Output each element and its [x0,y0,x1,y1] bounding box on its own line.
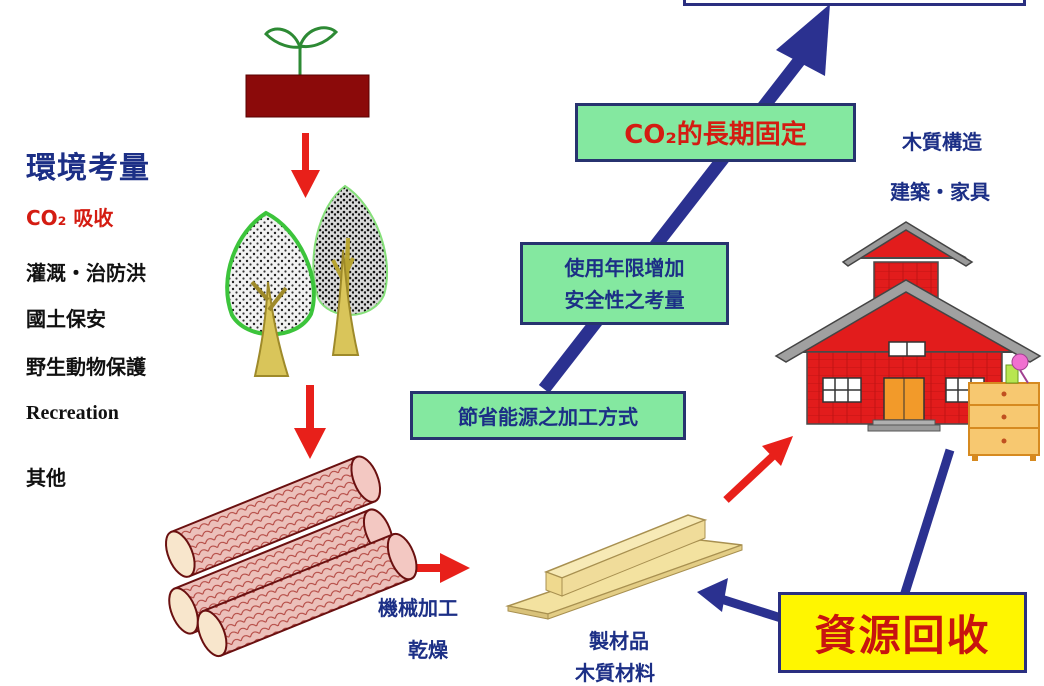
env-item-recreation: Recreation [26,402,119,424]
flow-arrow-lumber-to-house [723,436,793,503]
env-item-co2: CO₂ 吸收 [26,206,114,230]
wood-structure-label: 木質構造 [902,130,982,154]
energy-saving-box: 節省能源之加工方式 [410,391,686,440]
co2-fixation-box: CO₂的長期固定 [575,103,856,162]
environment-title: 環境考量 [26,151,150,186]
dresser-icon [968,353,1040,461]
seedling-icon [245,26,370,118]
service-life-line2: 安全性之考量 [564,287,685,312]
service-life-line1: 使用年限增加 [564,255,685,280]
flow-arrow-logs-to-lumber [409,553,470,583]
flow-arrow-trees-to-logs [294,385,326,459]
top-partial-box [683,0,1026,6]
env-item-land: 國土保安 [26,307,106,331]
building-furniture-label: 建築・家具 [890,180,990,204]
lumber-icon [505,514,743,620]
recycle-arrows [697,448,955,623]
products-label: 製材品 [589,629,649,653]
env-item-irrigation: 灌溉・治防洪 [26,261,146,285]
env-item-other: 其他 [26,466,66,490]
trees-icon [225,184,389,377]
service-life-box: 使用年限增加 安全性之考量 [520,242,729,325]
flow-arrow-seedling-to-trees [291,133,320,198]
machining-label: 機械加工 [378,596,458,620]
wood-materials-label: 木質材料 [575,661,655,685]
main-arrow-up [538,4,830,393]
drying-label: 乾燥 [408,638,448,662]
logs-icon [164,455,418,658]
recycling-box: 資源回收 [778,592,1027,673]
env-item-wildlife: 野生動物保護 [26,355,146,379]
